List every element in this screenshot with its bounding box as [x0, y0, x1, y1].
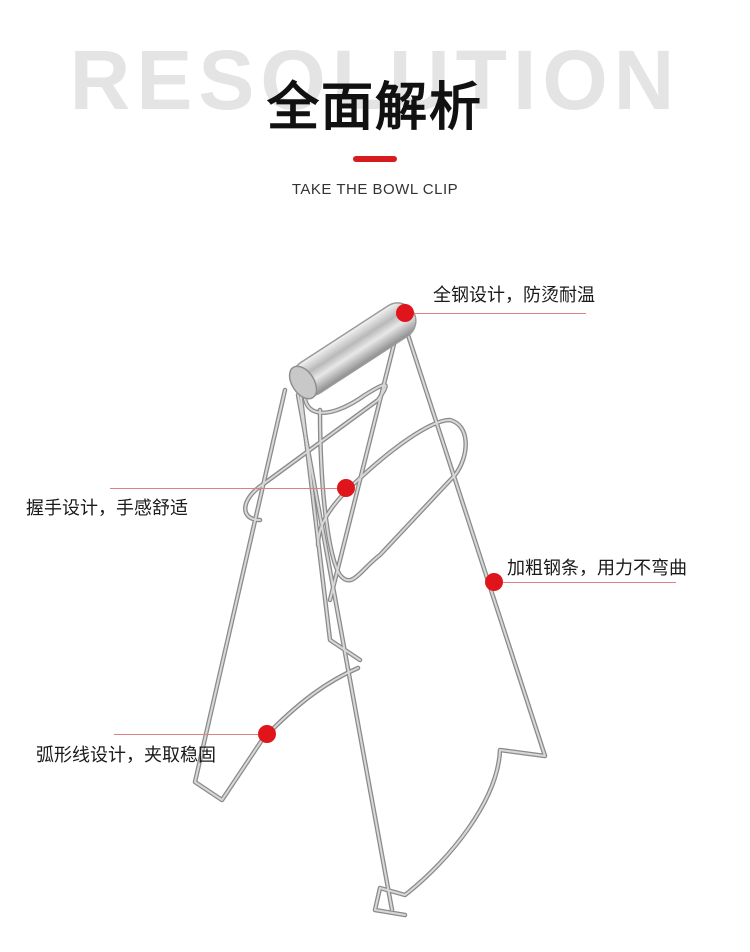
callout-dot-1 [396, 304, 414, 322]
callout-steel-design: 全钢设计，防烫耐温 [433, 285, 595, 306]
callout-dot-3 [485, 573, 503, 591]
page-title: 全面解析 [266, 78, 483, 138]
callout-thick-steel: 加粗钢条，用力不弯曲 [507, 558, 687, 579]
callout-dot-2 [337, 479, 355, 497]
callout-dot-4 [258, 725, 276, 743]
callout-grip-design: 握手设计，手感舒适 [26, 498, 188, 519]
callout-arc-design: 弧形线设计，夹取稳固 [36, 745, 216, 766]
callout-line-1 [414, 313, 586, 314]
title-accent-bar [353, 156, 397, 162]
background-word: RESOLUTION [69, 33, 681, 127]
callout-line-2 [110, 488, 348, 489]
callout-line-3 [494, 582, 676, 583]
callout-line-4 [114, 734, 268, 735]
page-subtitle: TAKE THE BOWL CLIP [291, 181, 459, 198]
